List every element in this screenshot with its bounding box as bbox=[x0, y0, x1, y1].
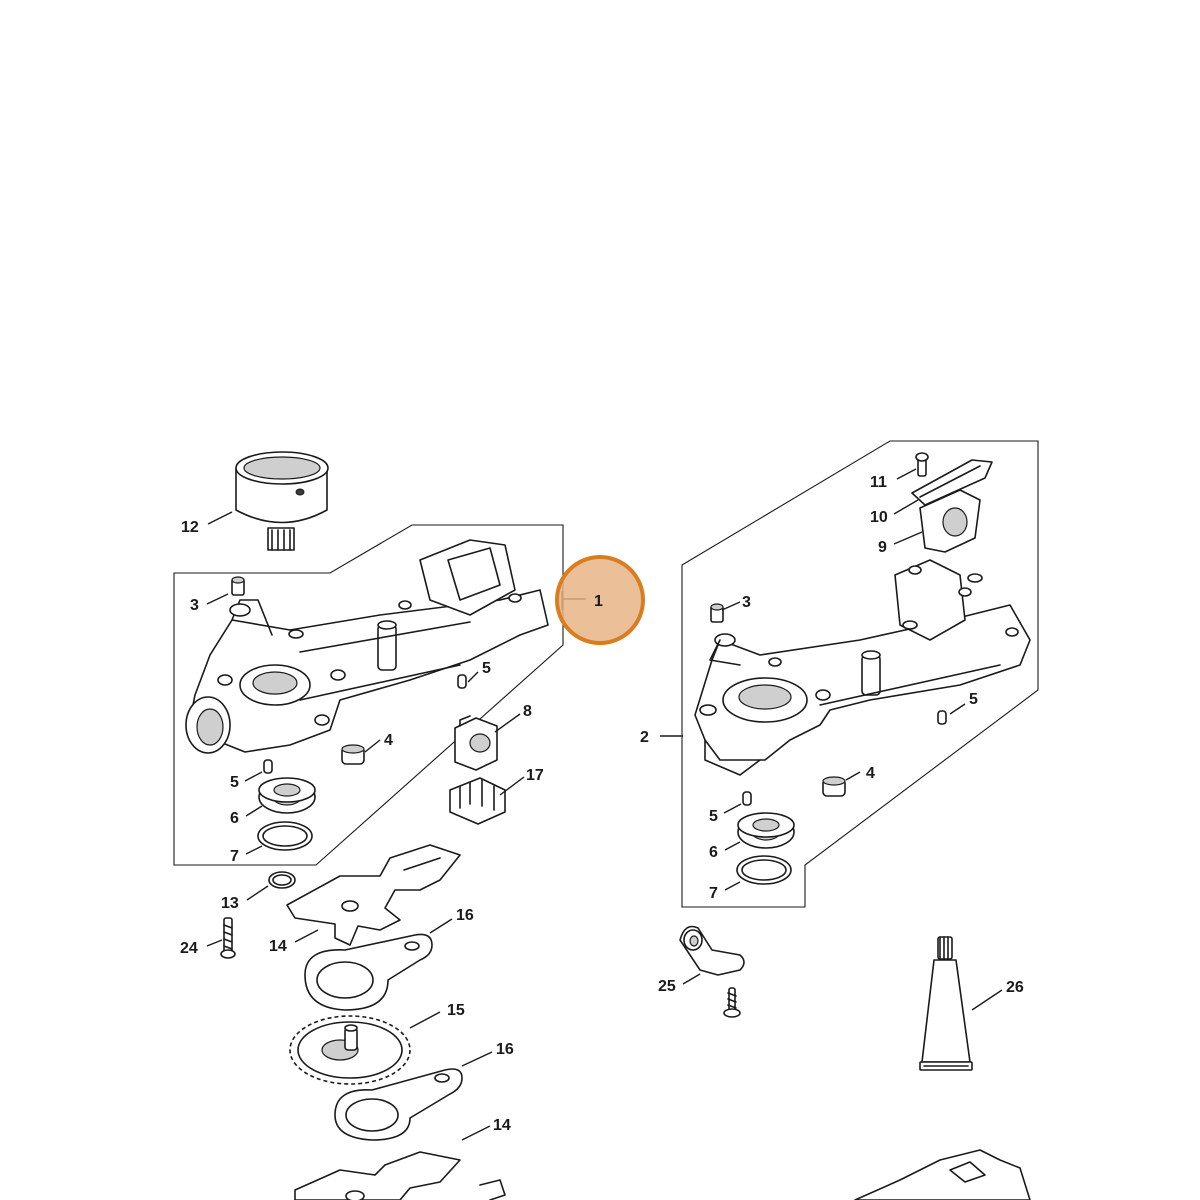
callout-6-left[interactable]: 6 bbox=[230, 810, 239, 827]
sleeve-5-right-upper[interactable] bbox=[937, 710, 947, 725]
callout-17[interactable]: 17 bbox=[526, 767, 544, 784]
callout-16-lower[interactable]: 16 bbox=[496, 1041, 514, 1058]
callout-12[interactable]: 12 bbox=[181, 519, 199, 536]
callout-8[interactable]: 8 bbox=[523, 703, 532, 720]
callout-2[interactable]: 2 bbox=[640, 729, 649, 746]
sleeve-5-left-lower[interactable] bbox=[263, 759, 273, 774]
bracket-25[interactable] bbox=[679, 925, 745, 1018]
highlight-circle[interactable] bbox=[555, 555, 645, 645]
part-17-clip[interactable] bbox=[449, 777, 506, 825]
leader-lines bbox=[206, 468, 1003, 1141]
pin-3-right[interactable] bbox=[710, 603, 724, 623]
clutch-drum-12[interactable] bbox=[235, 451, 329, 551]
callout-14-lower[interactable]: 14 bbox=[493, 1117, 511, 1134]
callout-4-left[interactable]: 4 bbox=[384, 732, 393, 749]
ball-bearing-6-left[interactable] bbox=[258, 777, 316, 814]
callout-7-left[interactable]: 7 bbox=[230, 848, 239, 865]
sleeve-5-right-lower[interactable] bbox=[742, 791, 752, 806]
sleeve-5-left-upper[interactable] bbox=[457, 674, 467, 689]
callout-14-upper[interactable]: 14 bbox=[269, 938, 287, 955]
callout-6-right[interactable]: 6 bbox=[709, 844, 718, 861]
callout-7-right[interactable]: 7 bbox=[709, 885, 718, 902]
pin-3-left[interactable] bbox=[231, 576, 245, 596]
plate-lower-right[interactable] bbox=[854, 1149, 1031, 1200]
plate-14-upper[interactable] bbox=[286, 844, 461, 946]
callout-4-right[interactable]: 4 bbox=[866, 765, 875, 782]
callout-24[interactable]: 24 bbox=[180, 940, 198, 957]
part-8-bracket[interactable] bbox=[454, 715, 498, 771]
callout-3-left[interactable]: 3 bbox=[190, 597, 199, 614]
callout-9[interactable]: 9 bbox=[878, 539, 887, 556]
callout-16-upper[interactable]: 16 bbox=[456, 907, 474, 924]
needle-bearing-4-left[interactable] bbox=[341, 744, 365, 765]
callout-1[interactable]: 1 bbox=[594, 593, 603, 610]
gear-housing-right[interactable] bbox=[694, 559, 1031, 776]
callout-5-left-upper[interactable]: 5 bbox=[482, 660, 491, 677]
plate-14-lower[interactable] bbox=[294, 1151, 506, 1200]
block-9[interactable] bbox=[919, 489, 981, 553]
callout-5-right-upper[interactable]: 5 bbox=[969, 691, 978, 708]
grease-tube-26[interactable] bbox=[919, 936, 973, 1071]
callout-3-right[interactable]: 3 bbox=[742, 594, 751, 611]
ring-13[interactable] bbox=[268, 871, 296, 889]
callout-10[interactable]: 10 bbox=[870, 509, 888, 526]
lever-16-lower[interactable] bbox=[334, 1068, 463, 1141]
callout-labels: 1 2 3 3 4 4 5 5 5 5 6 6 7 7 8 9 10 11 12… bbox=[180, 474, 1024, 1134]
needle-bearing-4-right[interactable] bbox=[822, 776, 846, 797]
ball-bearing-6-right[interactable] bbox=[737, 812, 795, 849]
callout-13[interactable]: 13 bbox=[221, 895, 239, 912]
gear-15[interactable] bbox=[289, 1015, 411, 1085]
snap-ring-7-left[interactable] bbox=[257, 821, 313, 851]
callout-26[interactable]: 26 bbox=[1006, 979, 1024, 996]
callout-25[interactable]: 25 bbox=[658, 978, 676, 995]
callout-5-right-lower[interactable]: 5 bbox=[709, 808, 718, 825]
callout-5-left-lower[interactable]: 5 bbox=[230, 774, 239, 791]
snap-ring-7-right[interactable] bbox=[736, 855, 792, 885]
cover-10[interactable] bbox=[911, 459, 993, 506]
callout-15[interactable]: 15 bbox=[447, 1002, 465, 1019]
screw-24[interactable] bbox=[220, 917, 236, 959]
gear-housing-left[interactable] bbox=[185, 539, 549, 754]
screw-11[interactable] bbox=[915, 452, 929, 477]
lever-16-upper[interactable] bbox=[304, 933, 433, 1011]
callout-11[interactable]: 11 bbox=[870, 474, 887, 491]
right-assembly-frame bbox=[681, 440, 1039, 908]
